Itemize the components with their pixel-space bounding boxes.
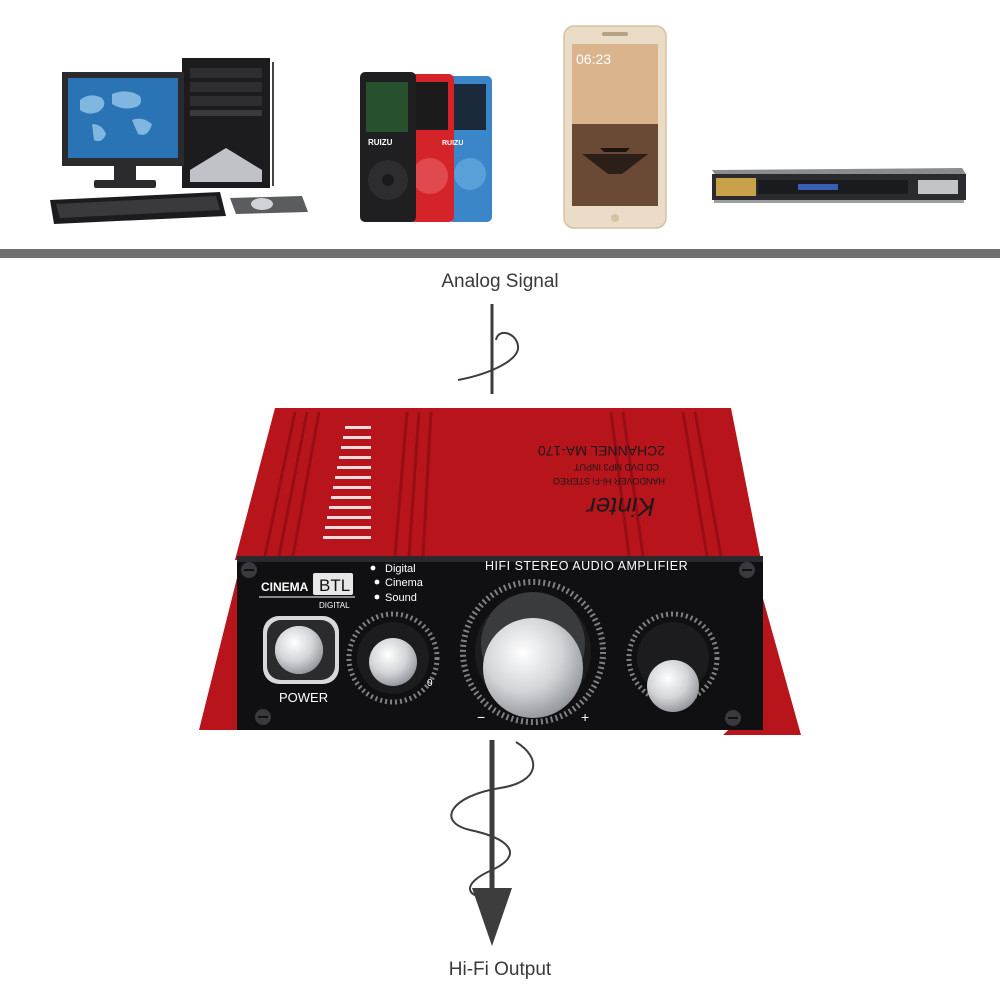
hifi-output-label: Hi-Fi Output	[448, 959, 552, 980]
devices-row: RUIZU RUIZU 06:23	[0, 0, 1000, 245]
top-brand-text: Kinter	[586, 492, 655, 522]
front-title-text: HIFI STEREO AUDIO AMPLIFIER	[485, 559, 688, 573]
minus-sign: −	[477, 709, 485, 725]
top-line1-text: HANDOVER Hi-Fi STEREO	[553, 476, 665, 486]
mp3-players-image: RUIZU RUIZU	[360, 72, 492, 222]
led-label-digital: Digital	[385, 563, 416, 575]
svg-text:0: 0	[427, 678, 433, 689]
top-line2-text: CD DVD MP3 INPUT	[573, 462, 659, 472]
amplifier-image: Kinter HANDOVER Hi-Fi STEREO CD DVD MP3 …	[199, 408, 801, 735]
input-signal-wave	[457, 304, 520, 394]
led-label-cinema: Cinema	[385, 577, 424, 589]
analog-signal-label: Analog Signal	[441, 271, 559, 292]
btl-text: BTL	[319, 576, 350, 595]
top-line3-text: 2CHANNEL MA-170	[538, 443, 665, 459]
phone-clock-text: 06:23	[576, 51, 611, 67]
plus-sign: +	[581, 709, 589, 725]
digital-small-text: DIGITAL	[319, 601, 350, 610]
output-signal-wave	[450, 740, 535, 946]
down-arrow-icon	[472, 888, 512, 946]
smartphone-image: 06:23	[563, 25, 667, 229]
desktop-computer-image	[50, 58, 308, 224]
power-label: POWER	[279, 690, 328, 705]
mp3-brand-text: RUIZU	[368, 138, 393, 147]
section-divider	[0, 249, 1000, 258]
mp3-brand-text-red: RUIZU	[442, 140, 463, 147]
cinema-text: CINEMA	[261, 580, 309, 594]
led-label-sound: Sound	[385, 592, 417, 604]
dvd-player-image	[712, 168, 966, 203]
